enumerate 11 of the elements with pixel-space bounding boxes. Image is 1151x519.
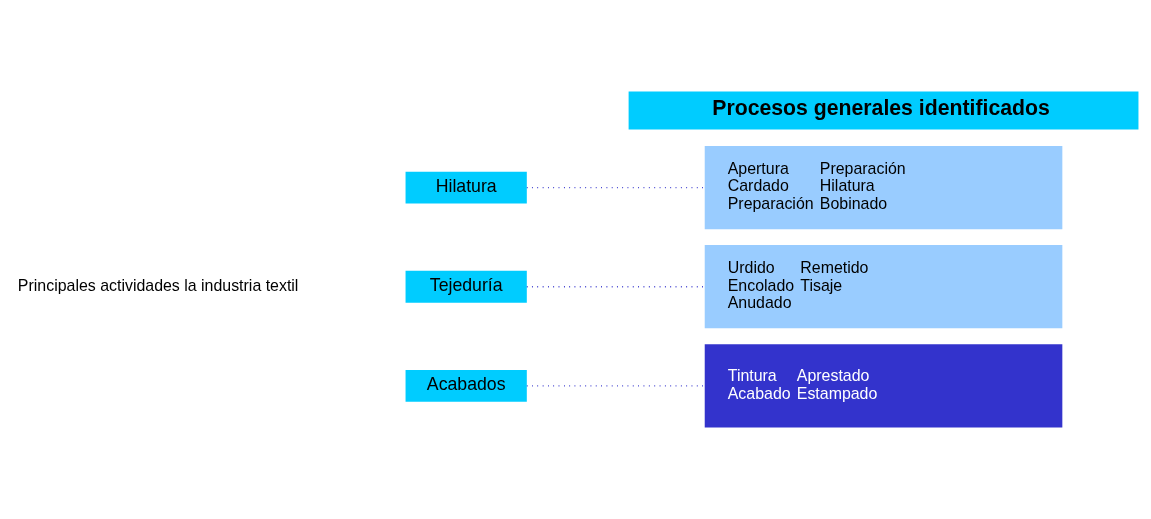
connector — [526, 186, 706, 189]
label: Principales actividades la industria textil — [17, 276, 299, 294]
node-box: Apertura Cardado Preparación Preparación Hilatura Bobinado — [704, 146, 1063, 230]
connector — [526, 385, 706, 387]
node-box: Urdido Encolado Anudado Remetido Tisaje — [704, 245, 1063, 329]
node-box: Hilatura — [405, 171, 527, 204]
node-box: Tintura Acabado Aprestado Estampado — [704, 344, 1063, 428]
node-box: Procesos generales identificados — [628, 91, 1139, 130]
connector — [526, 286, 706, 288]
node-box: Tejeduría — [405, 270, 527, 303]
node-box: Acabados — [405, 369, 527, 402]
